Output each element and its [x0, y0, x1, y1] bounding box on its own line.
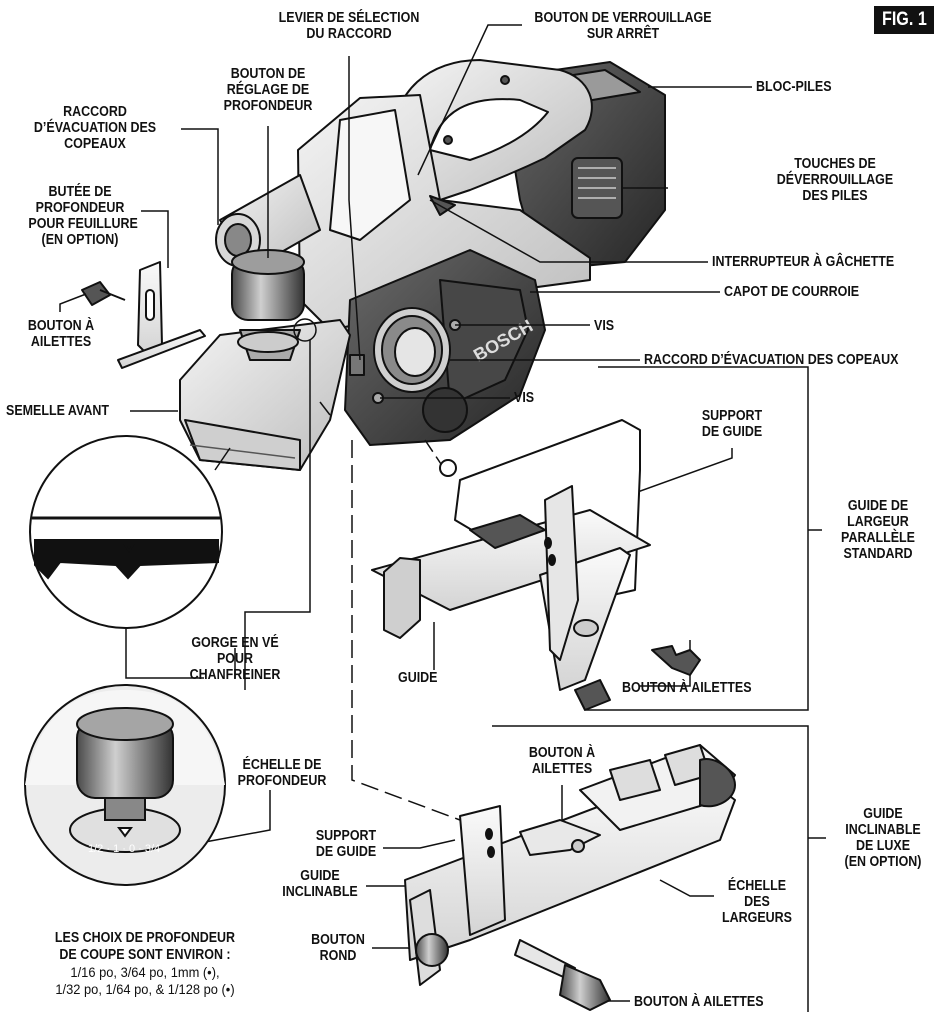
rabbet-depth-stop-art: [81, 261, 206, 369]
depth-note-values-1: 1/16 po, 3/64 po, 1mm (•),: [70, 964, 220, 980]
planer-body: BOSCH: [179, 59, 666, 471]
label-trigger-switch: INTERRUPTEUR À GÂCHETTE: [712, 254, 895, 270]
label-belt-cover: CAPOT DE COURROIE: [724, 284, 860, 300]
label-wing-knob-mid: BOUTON À AILETTES: [622, 680, 752, 696]
depth-note-heading-2: DE COUPE SONT ENVIRON :: [59, 947, 231, 963]
depth-dial-marks: 1/2 · 1 · 0 · 3/4: [88, 843, 160, 855]
label-screw-top: VIS: [594, 318, 615, 334]
depth-scale-detail-art: 1/2 · 1 · 0 · 3/4: [24, 684, 226, 886]
deluxe-fence-art: [404, 744, 736, 1011]
standard-fence-art: [371, 419, 701, 711]
figure-label: FIG. 1: [874, 6, 934, 34]
label-guide: GUIDE: [398, 670, 438, 686]
depth-settings-note: LES CHOIX DE PROFONDEUR DE COUPE SONT EN…: [0, 930, 290, 998]
label-front-shoe: SEMELLE AVANT: [6, 403, 109, 419]
label-screw-bottom: VIS: [514, 390, 535, 406]
label-battery-pack: BLOC-PILES: [756, 79, 832, 95]
label-chip-exhaust-right: RACCORD D’ÉVACUATION DES COPEAUX: [644, 352, 899, 368]
depth-note-values-2: 1/32 po, 1/64 po, & 1/128 po (•): [55, 981, 235, 997]
label-wing-knob-bottom: BOUTON À AILETTES: [634, 994, 764, 1010]
v-groove-detail-art: [29, 435, 223, 629]
depth-note-heading-1: LES CHOIX DE PROFONDEUR: [54, 930, 236, 946]
